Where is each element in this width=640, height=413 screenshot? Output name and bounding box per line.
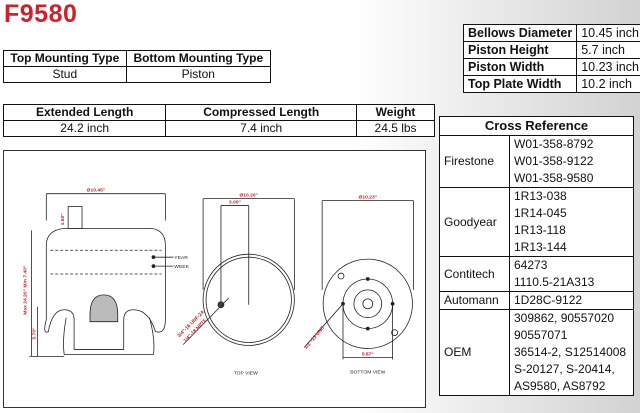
spec-label: Piston Height xyxy=(462,41,578,59)
header-bottom-mounting: Bottom Mounting Type xyxy=(125,50,272,67)
side-view xyxy=(29,193,174,357)
top-view-label: TOP VIEW xyxy=(234,370,258,376)
part-number: S-20127, S-20414, xyxy=(514,362,615,376)
xref-row-oem: OEM 309862, 90557020 90557071 36514-2, S12… xyxy=(439,309,634,396)
part-number: 64273 xyxy=(514,258,548,272)
brand-label: Contitech xyxy=(439,256,510,292)
bottom-diameter-dim: Ø10.23" xyxy=(358,195,377,201)
part-number: AS9580, AS8792 xyxy=(514,379,606,393)
header-weight: Weight xyxy=(356,104,435,121)
technical-drawing: Ø10.45" 1.60" Max 24.20" Min 7.40" 5.70"… xyxy=(3,150,426,408)
header-extended: Extended Length xyxy=(2,104,167,121)
bottom-view-label: BOTTOM VIEW xyxy=(350,369,385,375)
top-diameter-dim: Ø10.20" xyxy=(239,193,258,199)
header-top-mounting: Top Mounting Type xyxy=(3,50,127,67)
xref-row-contitech: Contitech 64273 1110.5-21A313 xyxy=(439,256,634,292)
brand-label: Goodyear xyxy=(439,187,510,257)
bottom-thread-dim: 1/2"-13 UNC xyxy=(303,325,326,351)
brand-label: Automann xyxy=(439,291,510,310)
year-label: YEAR xyxy=(174,255,188,261)
spec-value: 10.2 inch xyxy=(576,75,640,93)
part-number: 1R13-038 xyxy=(514,189,567,203)
compressed-value: 7.4 inch xyxy=(165,120,358,137)
stud-height-dim: 1.60" xyxy=(60,213,66,226)
xref-row-goodyear: Goodyear 1R13-038 1R14-045 1R13-118 1R13-14… xyxy=(439,187,634,257)
part-number: 1D28C-9122 xyxy=(514,293,583,307)
spec-value: 10.45 inch xyxy=(576,24,640,42)
max-min-dim: Max 24.20" Min 7.40" xyxy=(22,265,28,315)
top-offset-dim: 3.00" xyxy=(229,200,242,206)
part-list: 309862, 90557020 90557071 36514-2, S125140… xyxy=(509,309,634,396)
top-view xyxy=(182,198,295,346)
spec-label: Bellows Diameter xyxy=(462,24,578,42)
part-number: 309862, 90557020 xyxy=(514,311,615,325)
part-number: W01-358-8792 xyxy=(514,137,594,151)
xref-row-automann: Automann 1D28C-9122 xyxy=(439,291,634,310)
week-label: WEEK xyxy=(174,264,189,270)
bellows-diameter-dim: Ø10.45" xyxy=(87,188,106,194)
part-number-title: F9580 xyxy=(4,0,78,28)
part-number: 90557071 xyxy=(514,328,568,342)
extended-value: 24.2 inch xyxy=(2,120,167,137)
header-compressed: Compressed Length xyxy=(165,104,358,121)
part-list: 64273 1110.5-21A313 xyxy=(509,256,634,292)
brand-label: Firestone xyxy=(439,135,510,188)
piston-height-dim: 5.70" xyxy=(31,327,37,340)
spec-value: 10.23 inch xyxy=(576,58,640,76)
part-number: 1R14-045 xyxy=(514,206,567,220)
spec-label: Top Plate Width xyxy=(462,75,578,93)
bottom-view xyxy=(304,200,414,360)
bottom-mounting-value: Piston xyxy=(125,66,272,83)
part-number: 1R13-118 xyxy=(514,223,566,237)
top-mounting-value: Stud xyxy=(3,66,127,83)
brand-label: OEM xyxy=(439,309,510,396)
spec-label: Piston Width xyxy=(462,58,578,76)
bottom-spacing-dim: 5.87" xyxy=(362,351,375,357)
part-number: 1R13-144 xyxy=(514,240,567,254)
part-list: 1R13-038 1R14-045 1R13-118 1R13-144 xyxy=(509,187,634,257)
part-number: W01-358-9122 xyxy=(514,154,594,168)
part-number: W01-358-9580 xyxy=(514,171,594,185)
part-number: 1110.5-21A313 xyxy=(514,275,595,289)
cross-reference-title: Cross Reference xyxy=(439,116,634,136)
weight-value: 24.5 lbs xyxy=(356,120,435,137)
spec-value: 5.7 inch xyxy=(576,41,640,59)
part-number: 36514-2, S12514008 xyxy=(514,345,627,359)
part-list: 1D28C-9122 xyxy=(509,291,634,310)
